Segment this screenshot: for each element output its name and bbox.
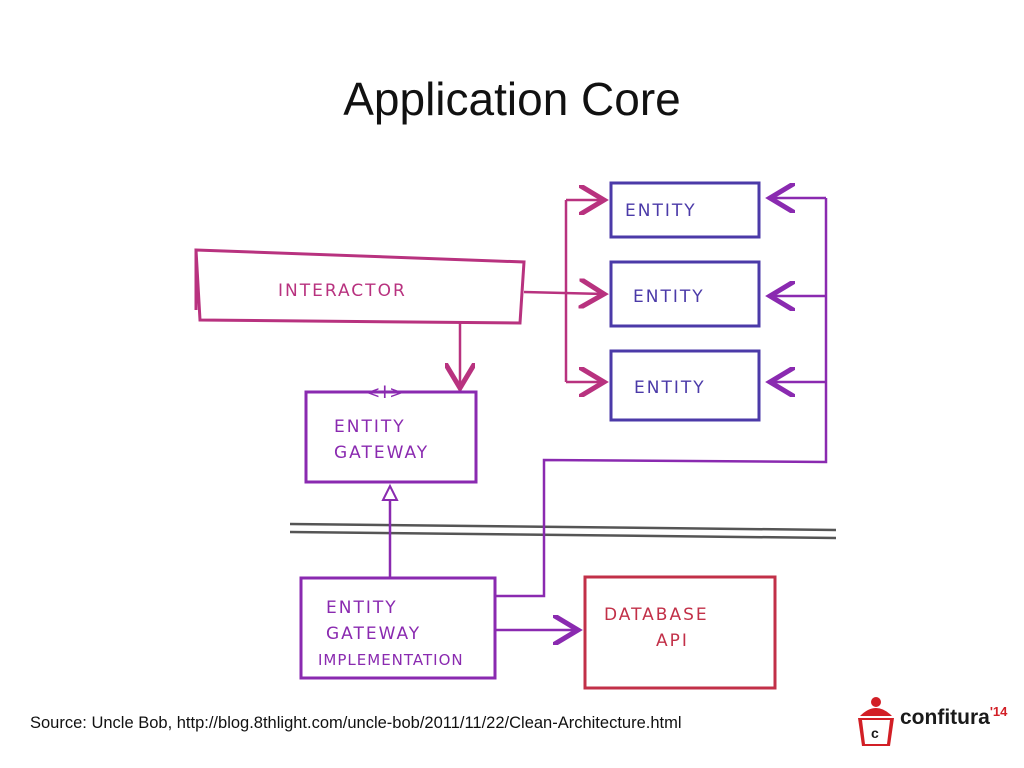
database-label-1: DATABASE [604, 605, 709, 625]
implementation-label-1: ENTITY [326, 598, 398, 618]
entity-label-3: ENTITY [634, 378, 706, 398]
confitura-logo: c confitura'14 [852, 690, 1007, 754]
implementation-inherits-arrow [381, 483, 399, 578]
implementation-label-2: GATEWAY [326, 624, 421, 644]
database-api-box [583, 575, 777, 690]
entity-gateway-label-1: ENTITY [334, 417, 406, 437]
entity-label-1: ENTITY [625, 201, 697, 221]
entity-box-3 [609, 349, 761, 422]
logo-badge-letter: c [871, 725, 879, 741]
entity-box-1 [609, 181, 761, 239]
cupcake-icon: c [858, 697, 894, 746]
entity-gateway-box [304, 390, 478, 484]
boundary-line [289, 522, 837, 540]
entity-label-2: ENTITY [633, 287, 705, 307]
slide-title: Application Core [343, 73, 681, 125]
database-label-2: API [656, 631, 689, 651]
interactor-box [194, 248, 526, 325]
source-citation: Source: Uncle Bob, http://blog.8thlight.… [30, 714, 682, 732]
interactor-label: INTERACTOR [278, 281, 407, 301]
implementation-label-3: IMPLEMENTATION [318, 651, 464, 669]
implementation-to-entities-arrows [495, 198, 828, 598]
logo-year: '14 [989, 704, 1008, 719]
entity-gateway-label-2: GATEWAY [334, 443, 429, 463]
interactor-to-entities-arrows [523, 200, 604, 382]
entity-gateway-implementation-box [299, 576, 497, 680]
logo-name: confitura [900, 706, 990, 729]
entity-box-2 [609, 260, 761, 328]
